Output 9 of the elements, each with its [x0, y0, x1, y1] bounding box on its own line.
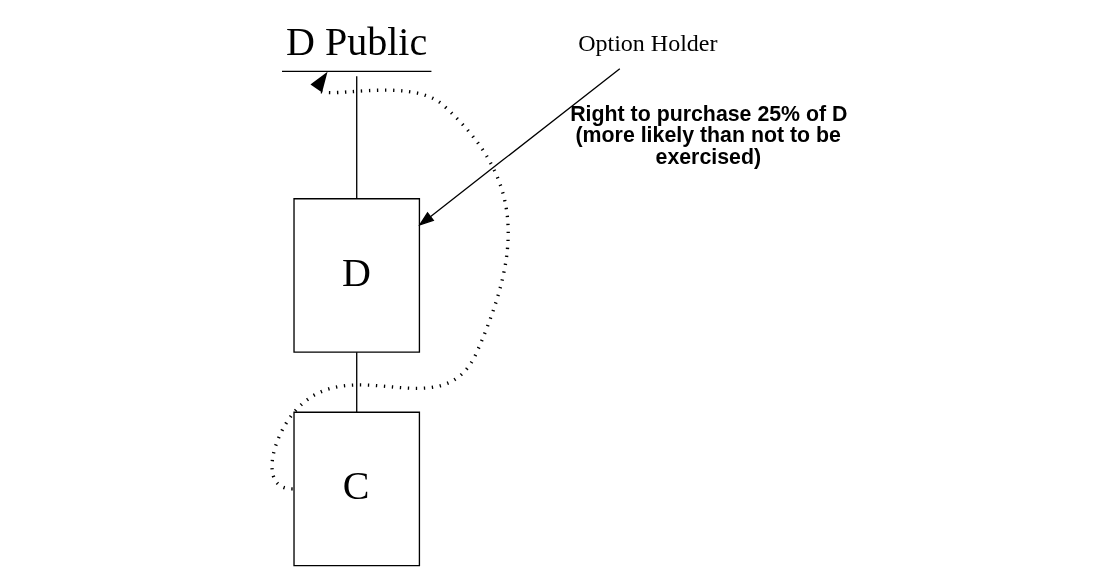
arrow: [417, 68, 620, 227]
arrow: [270, 71, 510, 491]
connector: [355, 75, 357, 200]
node-text: Option Holder: [577, 29, 717, 56]
node-box: C: [292, 411, 420, 567]
connector: [355, 351, 357, 413]
node-text: D Public: [285, 19, 427, 65]
edge-label: Right to purchase 25% of D (more likely than not to be exercised): [569, 102, 847, 169]
node-box: D: [292, 198, 420, 353]
